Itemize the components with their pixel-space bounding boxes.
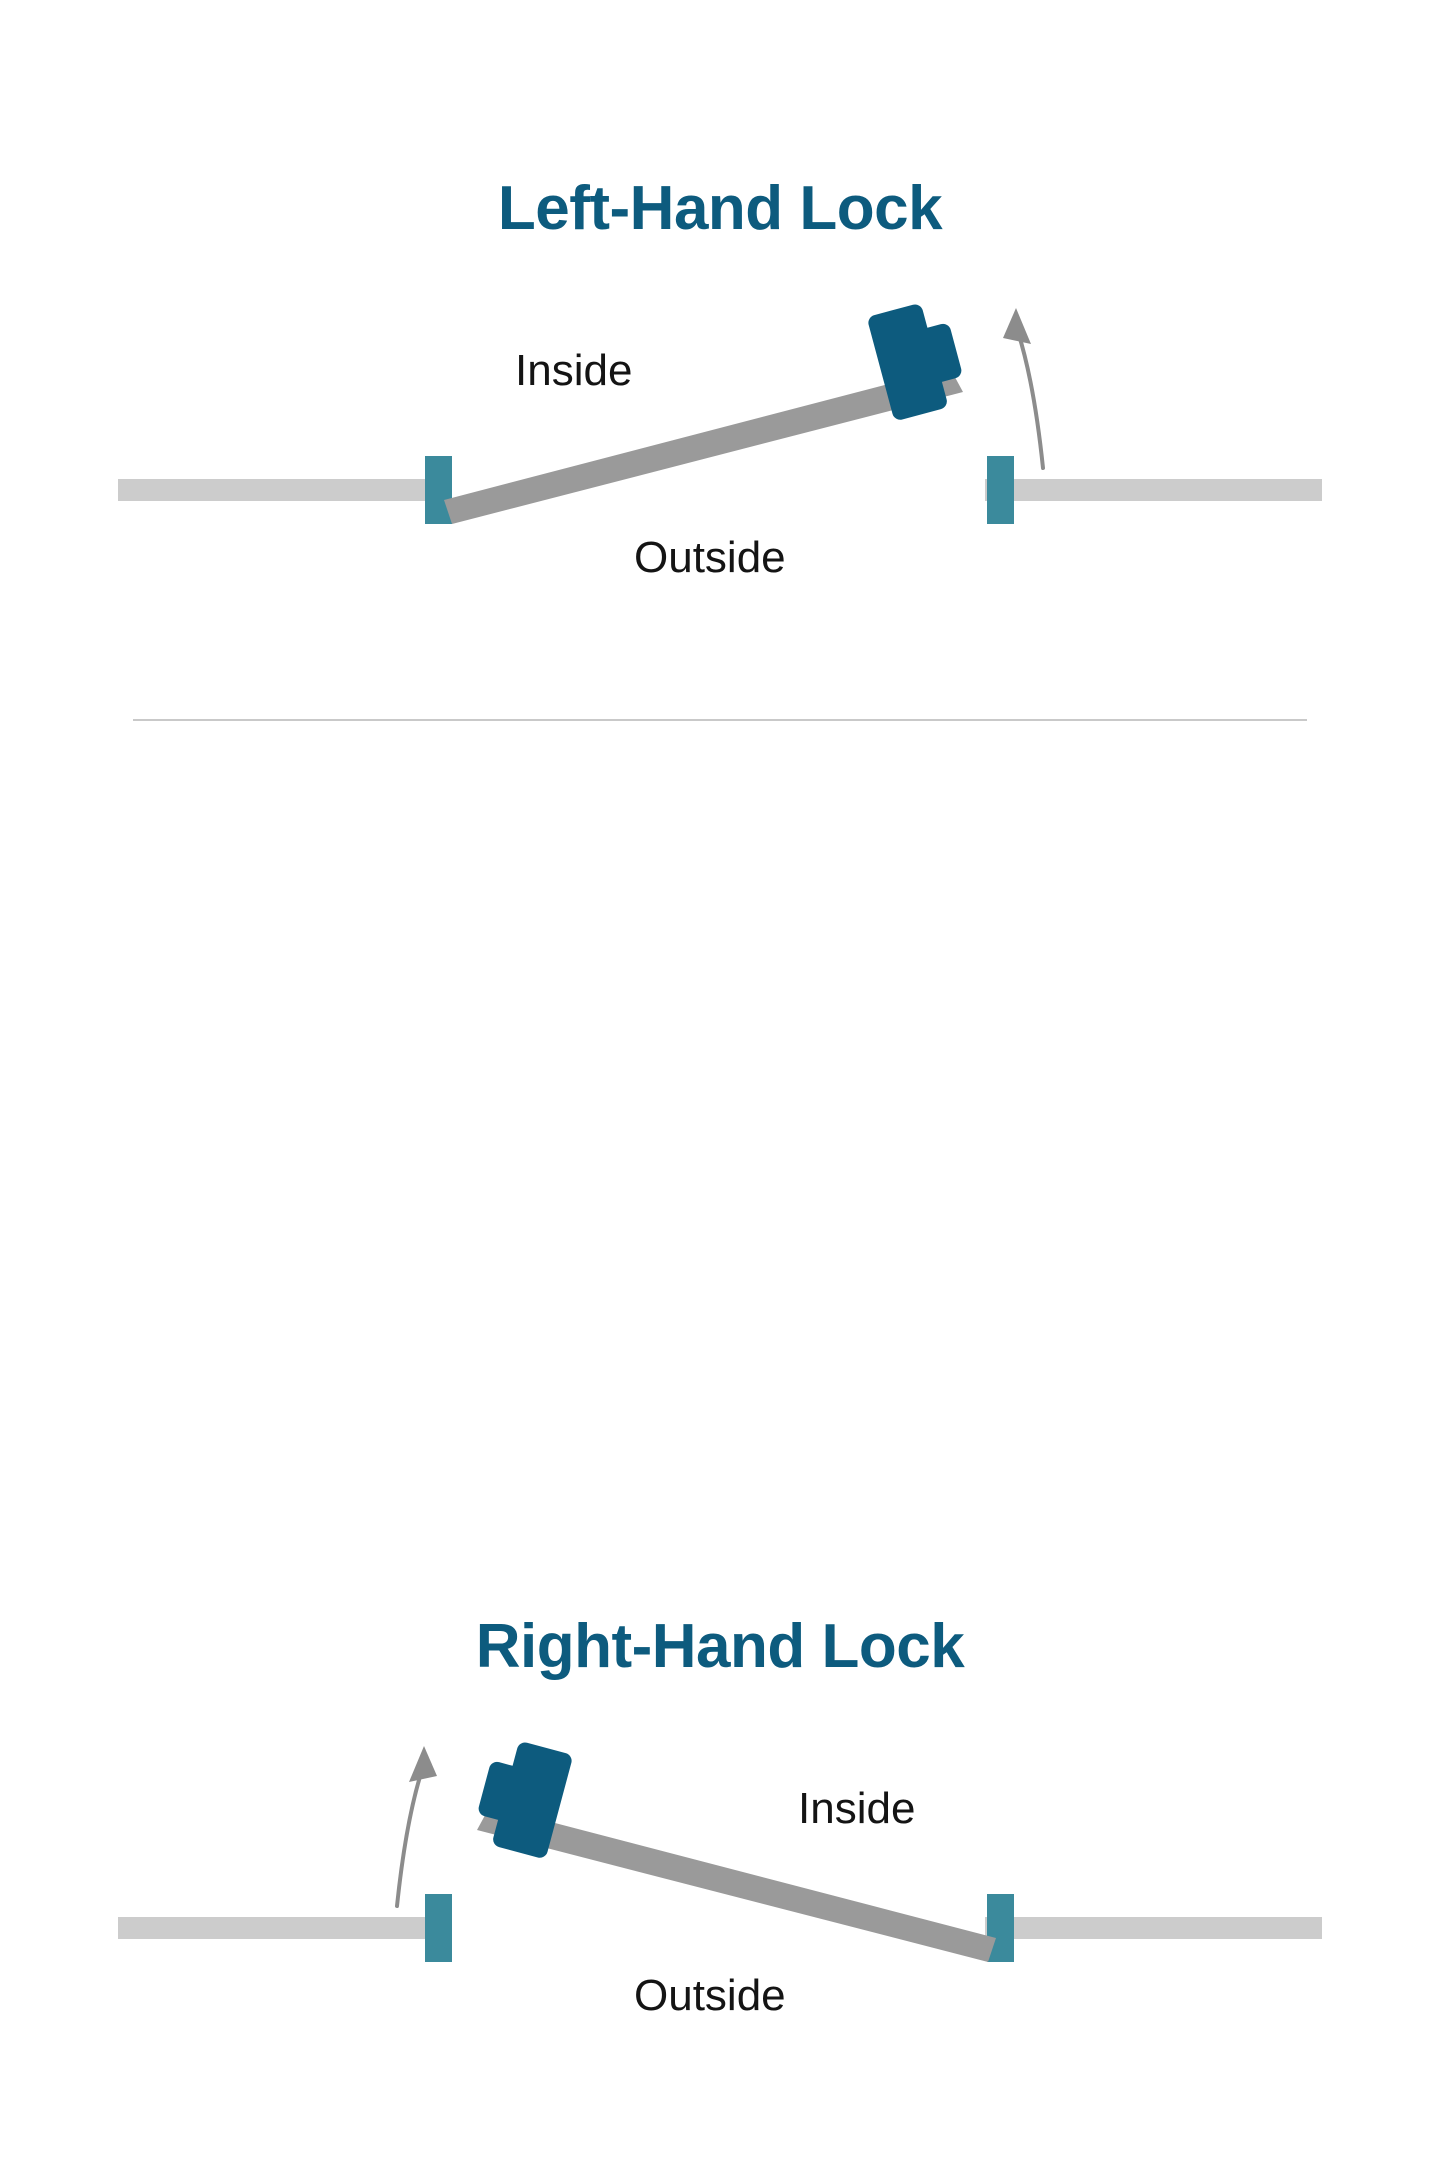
door-jamb-left xyxy=(425,456,452,524)
wall-left-segment xyxy=(118,479,438,501)
diagram-left-hand: Inside Outside xyxy=(118,304,1322,582)
door-panel xyxy=(444,368,963,524)
label-outside: Outside xyxy=(634,533,786,582)
panel-left-hand: Left-Hand Lock Inside Outsid xyxy=(0,0,1440,720)
swing-arrow-icon xyxy=(395,1746,437,1908)
swing-arrow-icon xyxy=(1003,308,1045,470)
label-outside: Outside xyxy=(634,1971,786,2020)
door-handing-figure: Left-Hand Lock Inside Outsid xyxy=(0,0,1440,2020)
label-inside: Inside xyxy=(798,1784,915,1833)
wall-right-segment xyxy=(985,479,1322,501)
panel-title-left-hand: Left-Hand Lock xyxy=(497,174,943,244)
label-inside: Inside xyxy=(515,346,632,395)
panel-title-right-hand: Right-Hand Lock xyxy=(475,1612,965,1682)
door-jamb-left xyxy=(425,1894,452,1962)
panel-right-hand: Right-Hand Lock Inside Outsi xyxy=(0,720,1440,2020)
section-divider xyxy=(133,719,1307,721)
diagram-right-hand: Inside Outside xyxy=(118,1742,1322,2020)
wall-left-segment xyxy=(118,1917,438,1939)
wall-right-segment xyxy=(985,1917,1322,1939)
lock-icon xyxy=(868,304,962,420)
door-panel xyxy=(477,1806,996,1962)
door-jamb-right xyxy=(987,456,1014,524)
